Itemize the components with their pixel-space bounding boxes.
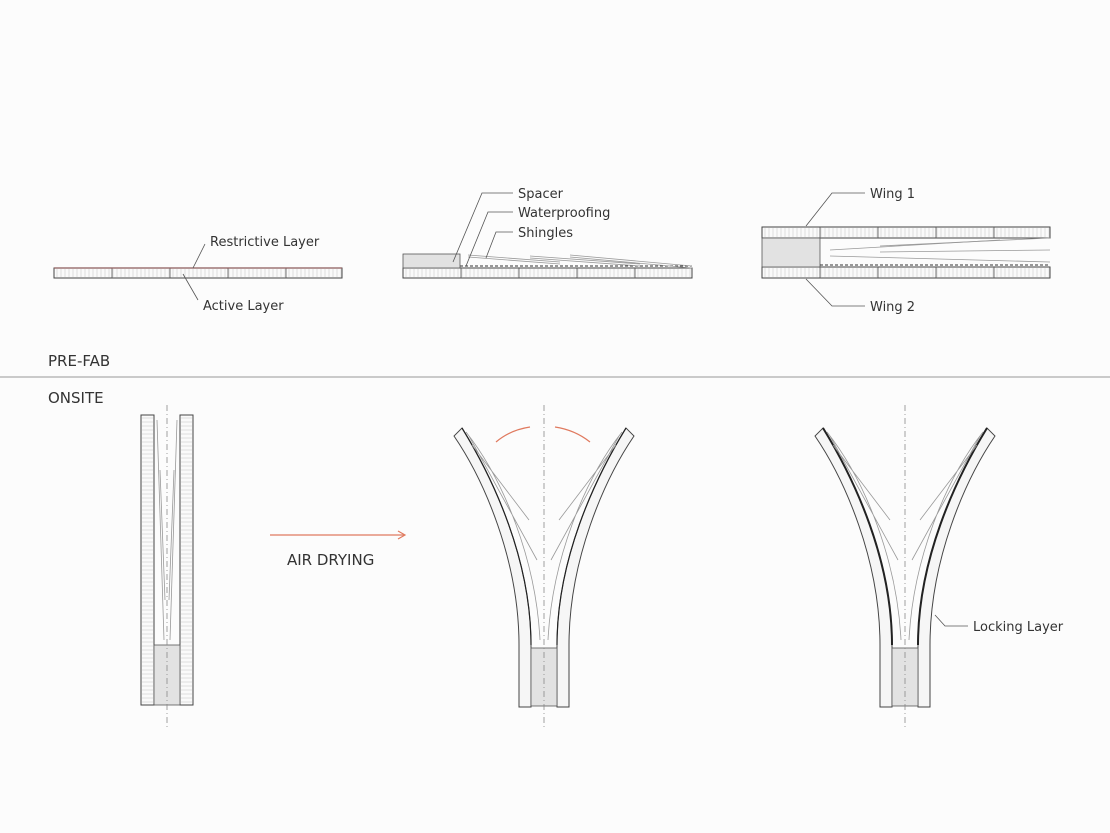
- locking-layer: [917, 427, 988, 646]
- arrow-head-icon: [397, 530, 407, 540]
- spacer-block: [761, 237, 821, 268]
- onsite-diagrams: AIR DRYING Locking Layer: [140, 405, 1064, 730]
- shingle: [467, 254, 561, 265]
- shingle: [465, 431, 541, 641]
- shingle: [529, 255, 641, 267]
- wing-band: [453, 427, 532, 708]
- locking-layer: [461, 427, 532, 646]
- label-restrictive-layer: Restrictive Layer: [210, 235, 320, 250]
- label-wing-1: Wing 1: [870, 187, 915, 202]
- locking-layer: [822, 427, 893, 646]
- leader-line: [934, 614, 968, 627]
- leader-line: [805, 192, 865, 227]
- shingle: [547, 431, 623, 641]
- leader-line: [485, 231, 513, 259]
- locking-layer: [556, 427, 627, 646]
- shingle: [829, 255, 1051, 263]
- leader-line: [192, 243, 206, 269]
- wing-band: [140, 414, 155, 706]
- shingle: [908, 431, 984, 641]
- leader-line: [805, 278, 865, 307]
- shingle: [156, 419, 178, 641]
- label-active-layer: Active Layer: [203, 299, 284, 314]
- spacer-block: [402, 253, 461, 269]
- section-onsite-title: ONSITE: [48, 389, 104, 407]
- wing-band: [179, 414, 194, 706]
- shingle: [879, 249, 1051, 253]
- leader-line: [465, 211, 513, 267]
- wing-band: [917, 427, 996, 708]
- label-spacer: Spacer: [518, 187, 564, 202]
- shingle: [879, 237, 1051, 247]
- rotation-arrow-left: [495, 426, 531, 443]
- label-locking-layer: Locking Layer: [973, 620, 1064, 635]
- locked-assembly: [814, 405, 996, 730]
- label-waterproofing: Waterproofing: [518, 206, 610, 221]
- rotation-arrow-right: [554, 426, 591, 443]
- label-air-drying: AIR DRYING: [287, 551, 374, 569]
- shingle: [826, 431, 902, 641]
- wing-band: [556, 427, 635, 708]
- wing-band: [814, 427, 893, 708]
- layer-band: [402, 267, 693, 279]
- shingle-strip: [402, 254, 693, 279]
- opening-assembly: [453, 405, 635, 730]
- shingle: [569, 254, 693, 269]
- label-shingles: Shingles: [518, 226, 573, 241]
- folded-assembly-vertical: [140, 405, 194, 728]
- two-wing-assembly: [761, 226, 1051, 279]
- layer-band: [761, 266, 1051, 279]
- leader-line: [452, 192, 513, 263]
- prefab-diagrams: Restrictive Layer Active Layer Spacer Wa…: [53, 187, 1051, 315]
- label-wing-2: Wing 2: [870, 300, 915, 315]
- bilayer-strip: [53, 267, 343, 279]
- layer-band: [761, 226, 1051, 239]
- leader-line: [182, 273, 199, 301]
- section-prefab-title: PRE-FAB: [48, 352, 110, 370]
